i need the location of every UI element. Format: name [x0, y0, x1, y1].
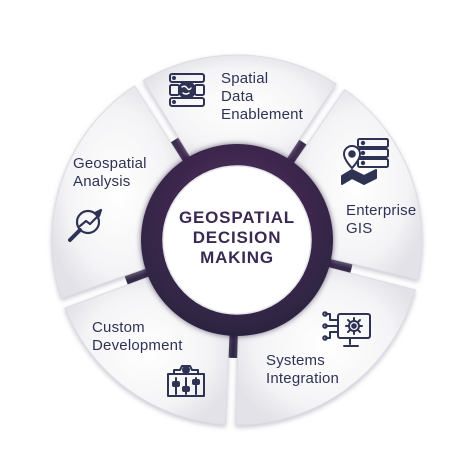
monitor-gear-circuit-icon: [322, 311, 371, 347]
label-geospatial-analysis: Geospatial Analysis: [73, 155, 147, 191]
label-line: Enablement: [221, 106, 304, 123]
database-globe-icon: [169, 73, 205, 107]
center-disc-edge: [162, 165, 312, 315]
label-line: Data: [221, 88, 254, 105]
center-title-line-3: MAKING: [200, 248, 274, 267]
label-line: Spatial: [221, 70, 269, 87]
magnifier-trend-icon: [68, 208, 103, 242]
label-line: Custom: [92, 319, 145, 336]
label-systems-integration: Systems Integration: [266, 352, 339, 388]
label-line: Integration: [266, 370, 340, 387]
label-line: Geospatial: [73, 155, 147, 172]
center-disc: [163, 166, 311, 314]
gear-sliders-icon: [167, 365, 205, 397]
center-title-line-1: GEOSPATIAL: [179, 208, 295, 227]
label-custom-development: Custom Development: [92, 319, 183, 355]
label-line: Systems: [266, 352, 325, 369]
label-line: Development: [92, 337, 183, 354]
label-line: GIS: [346, 220, 373, 237]
center-title-line-2: DECISION: [192, 228, 282, 247]
label-spatial-data-enablement: Spatial Data Enablement: [221, 70, 303, 124]
map-pin-server-icon: [341, 138, 389, 185]
center-title: GEOSPATIAL DECISION MAKING: [170, 208, 304, 268]
label-enterprise-gis: Enterprise GIS: [346, 202, 416, 238]
label-line: Enterprise: [346, 202, 417, 219]
label-line: Analysis: [73, 173, 131, 190]
